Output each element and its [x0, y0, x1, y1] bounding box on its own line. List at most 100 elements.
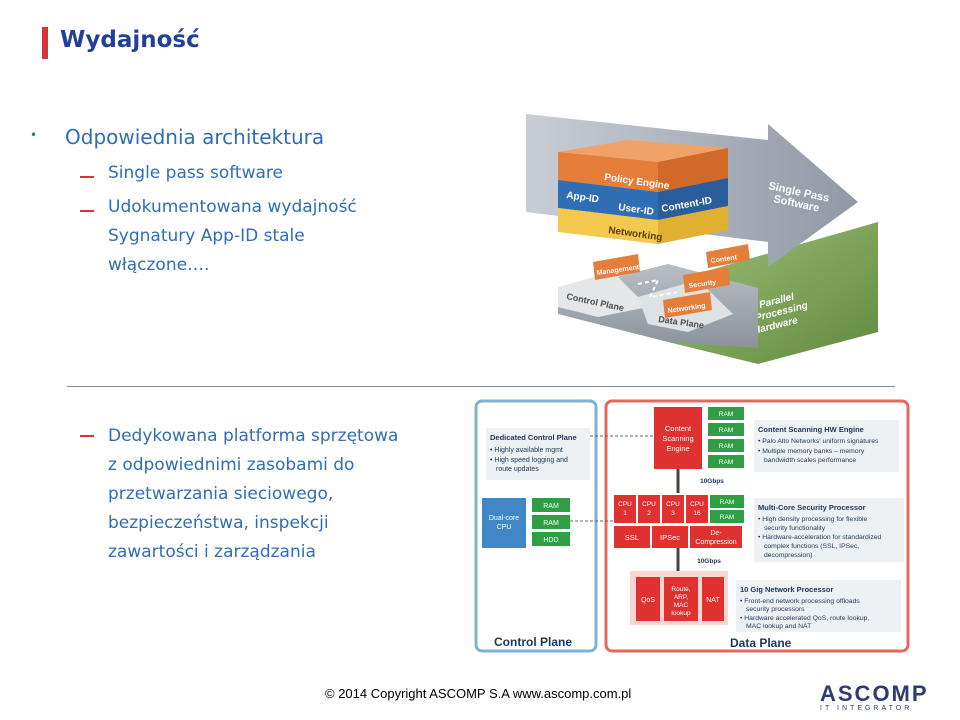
control-plane-frame [474, 399, 598, 653]
np-title: 10 Gig Network Processor [740, 585, 833, 594]
mc-ram-1-label: RAM [720, 499, 734, 506]
speed-10g-2: 10Gbps [697, 558, 721, 565]
cpu-1-label-b: 1 [623, 510, 627, 517]
cpu-16 [686, 495, 708, 523]
cse-ram-3 [708, 439, 744, 452]
dedicated-bullet-1: • Highly available mgmt [490, 447, 563, 454]
cs-note [754, 420, 899, 472]
networking-small-box [663, 292, 712, 318]
cpu-2-label-b: 2 [647, 510, 651, 517]
mc-note [754, 498, 904, 562]
sub-bullet-3-line: bezpieczeństwa, inspekcji [108, 513, 329, 533]
dedicated-title: Dedicated Control Plane [490, 433, 577, 442]
sub-bullet-2-line2: Sygnatury App-ID stale [108, 226, 305, 246]
networking-side [658, 206, 728, 244]
cse-ram-3-label: RAM [719, 443, 733, 450]
cpu-1 [614, 495, 636, 523]
dedicated-note [486, 428, 590, 480]
decompression-label-2: Compression [695, 539, 736, 546]
mc-bullet-2b: complex functions (SSL, IPSec, [764, 543, 859, 550]
cpu-1-label-a: CPU [618, 501, 632, 508]
np-bullet-1b: security processors [746, 606, 805, 613]
content-scanning-engine [654, 407, 702, 469]
mc-ram-1 [710, 495, 744, 508]
cpu-3-label-a: CPU [666, 501, 680, 508]
control-plane-caption: Control Plane [494, 635, 572, 649]
bullet-main: Odpowiednia architektura [65, 125, 325, 149]
dedicated-bullet-2: • High speed logging and [490, 457, 568, 464]
policy-engine-side [658, 148, 728, 192]
decompression-block [690, 526, 742, 548]
single-pass-architecture-diagram: Parallel Processing Hardware Control Pla… [526, 114, 878, 364]
content-box [706, 244, 750, 268]
qos-block [636, 577, 660, 621]
app-id-block [558, 180, 658, 220]
route-label-2: ARP, [674, 594, 689, 601]
management-box [593, 254, 640, 280]
mc-bullet-1: • High density processing for flexible [758, 516, 868, 523]
cp-hdd-label: HDD [543, 537, 558, 544]
ipsec-block [652, 526, 688, 548]
mc-ram-2 [710, 510, 744, 523]
hardware-platform-diagram: Control Plane Data Plane Dedicated Contr… [474, 399, 910, 653]
logo-subtitle: IT INTEGRATOR [820, 705, 913, 712]
slide-title: Wydajność [60, 27, 200, 53]
dash-2 [80, 210, 94, 212]
np-bullet-2: • Hardware accelerated QoS, route lookup… [740, 615, 869, 622]
mc-bullet-2: • Hardware-acceleration for standardized [758, 534, 881, 541]
cse-ram-4 [708, 455, 744, 468]
ssl-label: SSL [625, 533, 639, 542]
ssl-block [614, 526, 650, 548]
cpu-2 [638, 495, 660, 523]
cs-bullet-1: • Palo Alto Networks' uniform signatures [758, 438, 879, 445]
dual-core-cpu [482, 498, 526, 548]
mc-bullet-2c: decompression) [764, 552, 812, 559]
sub-bullet-3-line: zawartości i zarządzania [108, 542, 316, 562]
cpu-16-label-b: 16 [693, 510, 701, 517]
mc-title: Multi-Core Security Processor [758, 503, 866, 512]
sub-bullet-2-line1: Udokumentowana wydajność [108, 197, 357, 217]
networking-block [558, 208, 658, 244]
sub-bullet-1: Single pass software [108, 163, 283, 183]
data-plane-frame [604, 399, 910, 653]
dash-1 [80, 176, 94, 178]
user-id-label: User-ID [618, 202, 655, 218]
decompression-label-1: De- [710, 530, 722, 537]
title-accent-bar [42, 27, 48, 59]
cp-ram-2 [532, 515, 570, 529]
logo-name: ASCOMP [820, 681, 929, 706]
sub-bullet-3-line: z odpowiednimi zasobami do [108, 455, 355, 475]
mc-bullet-1b: security functionality [764, 525, 826, 532]
dual-core-label-2: CPU [497, 524, 512, 531]
np-bullet-1: • Front-end network processing offloads [740, 598, 860, 605]
mc-ram-2-label: RAM [720, 514, 734, 521]
cp-ram-2-label: RAM [543, 520, 559, 527]
qos-label: QoS [641, 597, 655, 604]
cse-ram-1 [708, 407, 744, 420]
cpu-3-label-b: 3 [671, 510, 675, 517]
dash-3 [80, 435, 94, 437]
bullet-dot: • [30, 128, 38, 142]
cse-ram-2 [708, 423, 744, 436]
cs-bullet-2: • Multiple memory banks – memory [758, 448, 865, 455]
content-label: Content [710, 254, 738, 265]
security-box [683, 267, 730, 293]
cp-hdd [532, 532, 570, 546]
cpu-16-label-a: CPU [690, 501, 704, 508]
sub-bullet-3-line: przetwarzania sieciowego, [108, 484, 334, 504]
security-label: Security [688, 279, 716, 290]
separator-line [67, 386, 895, 387]
route-block [664, 577, 698, 621]
dashed-connector [637, 278, 679, 299]
cpu-3 [662, 495, 684, 523]
nat-block [702, 577, 724, 621]
dual-core-label-1: Dual-core [489, 515, 519, 522]
dedicated-bullet-2b: route updates [496, 466, 539, 473]
cpu-2-label-a: CPU [642, 501, 656, 508]
cse-label-1: Content [665, 424, 692, 433]
cs-title: Content Scanning HW Engine [758, 425, 864, 434]
sub-bullet-3: Dedykowana platforma sprzętowa z odpowie… [108, 422, 468, 567]
control-plane-floor [558, 272, 648, 317]
route-label-4: lookup [671, 610, 691, 617]
route-label-3: MAC [674, 602, 689, 609]
